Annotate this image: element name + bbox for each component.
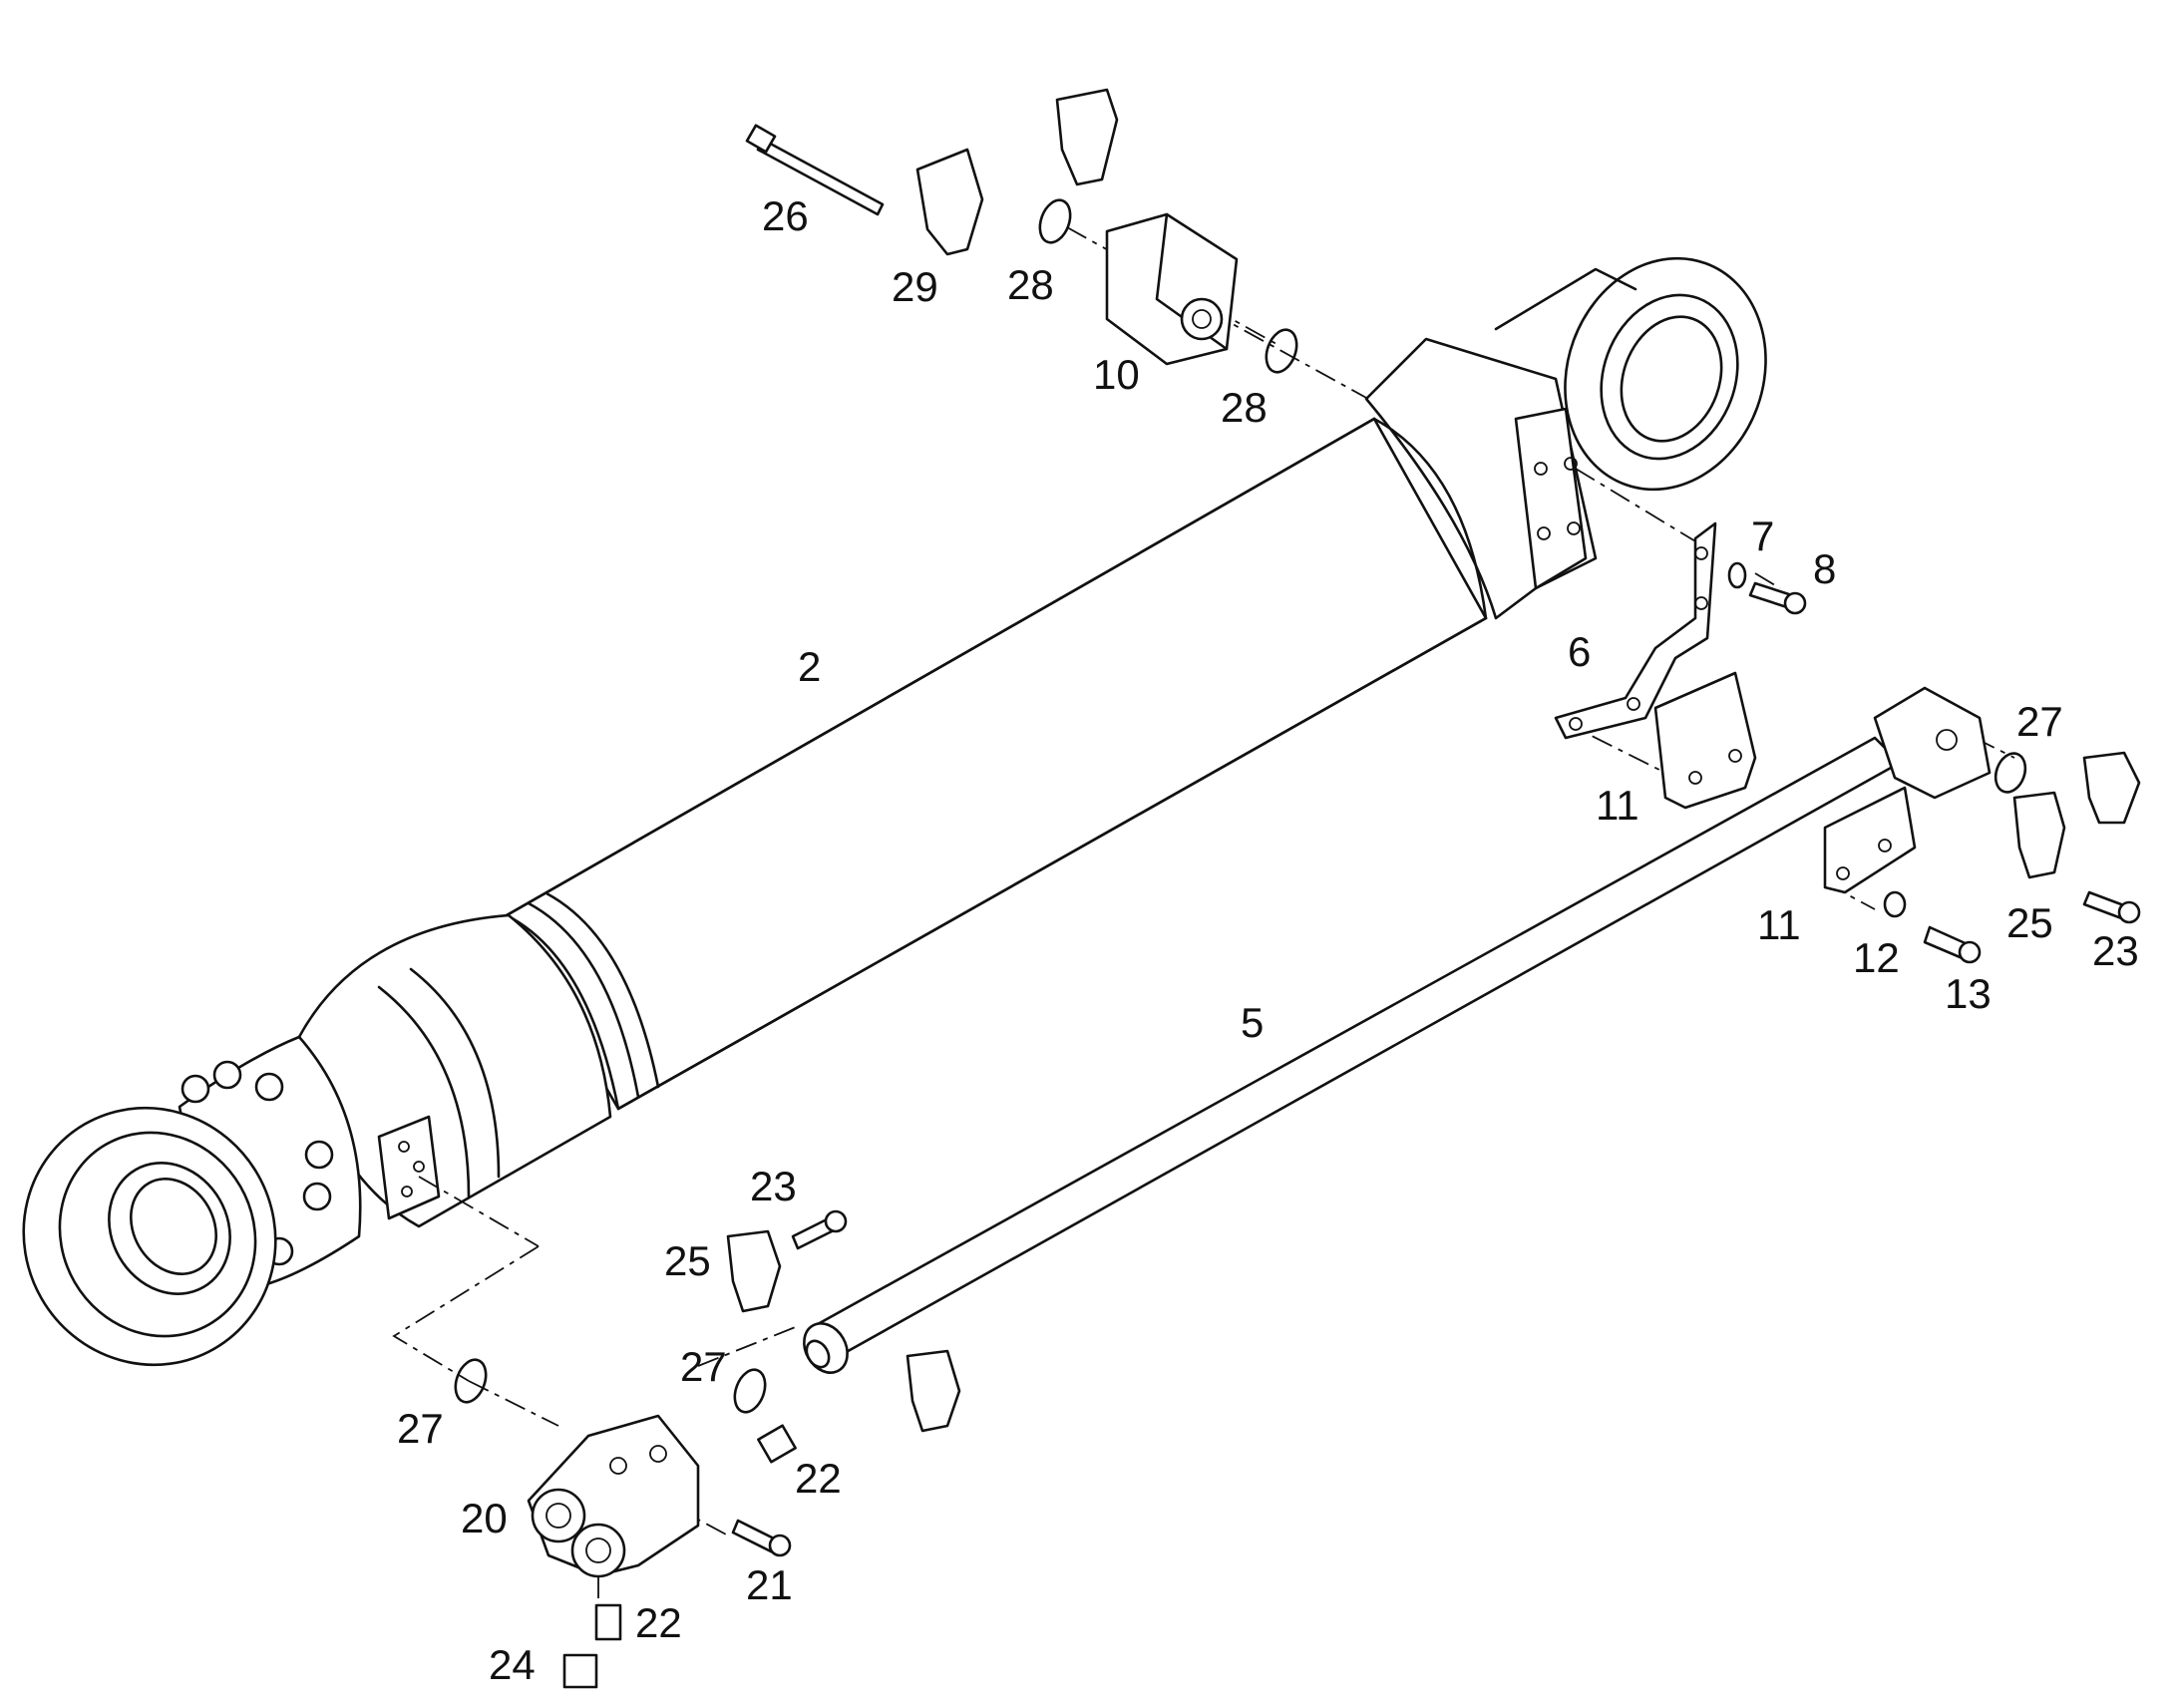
- cylinder-tube: [505, 417, 1488, 1111]
- callout-25-right: 25: [2006, 899, 2053, 946]
- callout-12: 12: [1853, 934, 1900, 981]
- callout-22-lower: 22: [635, 1599, 682, 1646]
- valve-block: [527, 1414, 700, 1578]
- callout-5: 5: [1241, 999, 1264, 1046]
- callout-29: 29: [892, 263, 938, 310]
- callout-24: 24: [489, 1641, 536, 1688]
- callout-27-left: 27: [397, 1405, 444, 1452]
- callout-13: 13: [1945, 970, 1992, 1017]
- clamp-lower: [1823, 786, 1917, 894]
- rod-eye: [22, 1106, 277, 1367]
- callout-20: 20: [461, 1495, 508, 1541]
- block-fitting: [1105, 212, 1239, 366]
- callout-10: 10: [1093, 351, 1140, 398]
- clamp-upper: [1653, 671, 1757, 810]
- cylinder-base: [1364, 256, 1767, 620]
- callout-11-upper: 11: [1596, 782, 1639, 829]
- hardware: [454, 88, 2141, 1689]
- callout-28-upper: 28: [1007, 261, 1054, 308]
- callout-21: 21: [746, 1561, 793, 1608]
- bracket: [1554, 521, 1717, 740]
- callout-27-middle: 27: [680, 1343, 727, 1390]
- callout-22-upper: 22: [795, 1455, 842, 1502]
- callout-23-lower: 23: [2092, 927, 2139, 974]
- callout-23-upper: 23: [750, 1163, 797, 1209]
- pipe-tube: [803, 686, 1992, 1374]
- callout-6: 6: [1568, 628, 1591, 675]
- callout-8: 8: [1813, 545, 1836, 592]
- callout-27-right: 27: [2016, 698, 2063, 745]
- callout-7: 7: [1751, 512, 1774, 559]
- callouts: 2 5 6 7 8 10 11 11 12 13 20 21 22 22 23 …: [397, 192, 2139, 1688]
- callout-25-left: 25: [664, 1237, 711, 1284]
- callout-2: 2: [798, 643, 821, 690]
- callout-28-lower: 28: [1221, 384, 1268, 431]
- callout-26: 26: [762, 192, 809, 239]
- callout-11-lower: 11: [1757, 901, 1801, 948]
